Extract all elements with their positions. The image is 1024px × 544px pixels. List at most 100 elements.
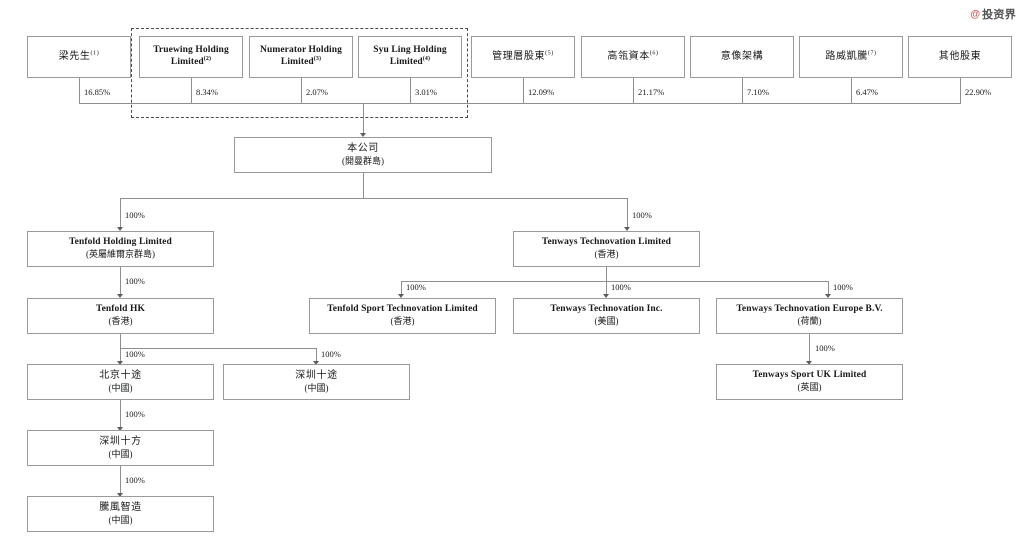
shareholder-box-sh8[interactable]: 路威凱騰(7) (799, 36, 903, 78)
company-down-stem (363, 173, 364, 198)
tenways-to-tenwayseurope-line (828, 281, 829, 296)
tenfoldhk-to-beijing-arrow (117, 361, 123, 365)
ownership-percent-sh1: 16.85% (84, 87, 111, 97)
bus-to-company-line (363, 103, 364, 135)
ownership-percent-sh3: 2.07% (306, 87, 328, 97)
ownership-percent-sh5: 12.09% (528, 87, 555, 97)
shareholder-name-sh3: Numerator Holding Limited (259, 45, 342, 67)
tenways-to-tenfoldsport-arrow (398, 294, 404, 298)
entity-box-tenways-inc[interactable]: Tenways Technovation Inc. (美國) (513, 298, 700, 334)
watermark-logo-icon: @ (970, 8, 981, 20)
entity-jurisdiction-company: (開曼群島) (342, 155, 384, 166)
company-to-tenways-arrow (624, 227, 630, 231)
entity-box-tenways-europe[interactable]: Tenways Technovation Europe B.V. (荷蘭) (716, 298, 903, 334)
shareholder-box-sh1[interactable]: 梁先生(1) (27, 36, 131, 78)
shareholder-name-sh9: 其他股東 (938, 50, 982, 62)
ownership-percent-sh6: 21.17% (638, 87, 665, 97)
shareholder-drop-sh7 (742, 78, 743, 103)
entity-name-tenfold-hk: Tenfold HK (96, 304, 145, 315)
watermark-label: 投资界 (982, 9, 1016, 21)
entity-jurisdiction-tengfeng: (中國) (108, 514, 133, 525)
shareholder-note-sh1: (1) (90, 50, 100, 57)
entity-jurisdiction-tenways-europe: (荷蘭) (797, 316, 822, 327)
shareholder-box-sh5[interactable]: 管理層股東(5) (471, 36, 575, 78)
entity-jurisdiction-shenzhen-shitu: (中國) (304, 382, 329, 393)
entity-name-shenzhen-shitu: 深圳十途 (295, 370, 338, 382)
edge-percent-tenwayseurope-uk: 100% (815, 343, 835, 353)
tenwayseurope-to-uk-line (809, 334, 810, 363)
shareholder-name-sh7: 意像架構 (720, 50, 764, 62)
shareholder-note-sh3: (3) (313, 55, 322, 62)
entity-name-tenfold-sport: Tenfold Sport Technovation Limited (327, 304, 478, 315)
tenfold-holding-to-hk-arrow (117, 294, 123, 298)
tenfoldhk-to-shenzhenshitu-arrow (313, 361, 319, 365)
shifang-to-tengfeng-line (120, 466, 121, 495)
entity-box-tenfold-hk[interactable]: Tenfold HK (香港) (27, 298, 214, 334)
entity-name-tenfold-holding: Tenfold Holding Limited (69, 237, 172, 248)
ownership-percent-sh8: 6.47% (856, 87, 878, 97)
beijing-to-shifang-arrow (117, 427, 123, 431)
entity-box-tengfeng[interactable]: 騰風智造 (中國) (27, 496, 214, 532)
edge-percent-tenfoldhk-beijing: 100% (125, 349, 145, 359)
entity-name-tengfeng: 騰風智造 (99, 502, 142, 514)
edge-percent-tenways-tenwayseurope: 100% (833, 282, 853, 292)
entity-box-shenzhen-shitu[interactable]: 深圳十途 (中國) (223, 364, 410, 400)
entity-box-tenways-uk[interactable]: Tenways Sport UK Limited (英國) (716, 364, 903, 400)
entity-box-tenfold-sport[interactable]: Tenfold Sport Technovation Limited (香港) (309, 298, 496, 334)
tenways-to-tenwaysinc-line (606, 281, 607, 296)
company-split-bus (120, 198, 628, 199)
entity-jurisdiction-tenways-inc: (美國) (594, 316, 619, 327)
shareholder-name-sh1: 梁先生 (58, 50, 91, 62)
edge-percent-tenfoldholding-tenfoldhk: 100% (125, 276, 145, 286)
shareholder-bus-line (79, 103, 961, 104)
shareholder-name-sh2: Truewing Holding Limited (153, 45, 229, 67)
entity-name-beijing-shitu: 北京十途 (99, 370, 142, 382)
entity-name-tenways-tech-ltd: Tenways Technovation Limited (541, 237, 672, 248)
shareholder-box-sh3[interactable]: Numerator Holding Limited(3) (249, 36, 353, 78)
entity-jurisdiction-tenfold-hk: (香港) (108, 316, 133, 327)
shareholder-drop-sh3 (301, 78, 302, 103)
tenfold-holding-to-hk-line (120, 267, 121, 296)
tenwayseurope-to-uk-arrow (806, 361, 812, 365)
shifang-to-tengfeng-arrow (117, 493, 123, 497)
tenways-to-tenwayseurope-arrow (825, 294, 831, 298)
shareholder-name-sh8: 路威凱騰 (825, 50, 868, 62)
entity-jurisdiction-beijing-shitu: (中國) (108, 382, 133, 393)
shareholder-box-sh6[interactable]: 高瓴資本(6) (581, 36, 685, 78)
entity-name-tenways-inc: Tenways Technovation Inc. (550, 304, 663, 315)
entity-name-shenzhen-shifang: 深圳十方 (99, 436, 142, 448)
edge-percent-shifang-tengfeng: 100% (125, 475, 145, 485)
tenways-split-bus (401, 281, 828, 282)
shareholder-drop-sh6 (633, 78, 634, 103)
shareholder-name-sh6: 高瓴資本 (607, 50, 650, 62)
entity-box-tenfold-holding[interactable]: Tenfold Holding Limited (英屬維爾京群島) (27, 231, 214, 267)
shareholder-note-sh2: (2) (203, 55, 212, 62)
tenfoldhk-to-beijing-line (120, 348, 121, 363)
entity-name-tenways-europe: Tenways Technovation Europe B.V. (736, 304, 883, 315)
ownership-percent-sh2: 8.34% (196, 87, 218, 97)
entity-box-shenzhen-shifang[interactable]: 深圳十方 (中國) (27, 430, 214, 466)
tenways-down-stem (606, 267, 607, 281)
shareholder-box-sh9[interactable]: 其他股東 (908, 36, 1012, 78)
entity-box-tenways-tech-ltd[interactable]: Tenways Technovation Limited (香港) (513, 231, 700, 267)
shareholder-box-sh7[interactable]: 意像架構 (690, 36, 794, 78)
shareholder-note-sh8: (7) (867, 50, 877, 57)
entity-box-beijing-shitu[interactable]: 北京十途 (中國) (27, 364, 214, 400)
watermark: @ 投资界 (970, 6, 1016, 22)
ownership-percent-sh7: 7.10% (747, 87, 769, 97)
shareholder-name-sh5: 管理層股東 (492, 50, 546, 62)
shareholder-drop-sh1 (79, 78, 80, 103)
tenfoldhk-to-shenzhenshitu-line (316, 348, 317, 363)
tenfoldhk-down-stem (120, 334, 121, 348)
edge-percent-company-tenfold: 100% (125, 210, 145, 220)
shareholder-box-sh4[interactable]: Syu Ling Holding Limited(4) (358, 36, 462, 78)
tenways-to-tenwaysinc-arrow (603, 294, 609, 298)
shareholder-note-sh5: (5) (545, 50, 554, 57)
entity-jurisdiction-tenfold-sport: (香港) (390, 316, 415, 327)
shareholder-box-sh2[interactable]: Truewing Holding Limited(2) (139, 36, 243, 78)
tenfoldhk-split-bus (120, 348, 316, 349)
company-to-tenfold-arrow (117, 227, 123, 231)
shareholder-note-sh4: (4) (422, 55, 431, 62)
entity-box-company[interactable]: 本公司 (開曼群島) (234, 137, 492, 173)
